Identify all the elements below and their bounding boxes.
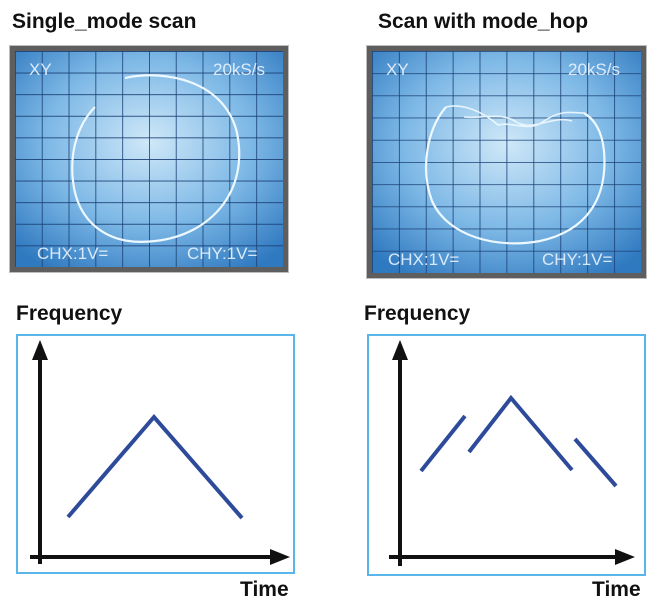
scope-mode-label: XY [386,60,409,79]
y-axis-arrow [392,340,408,360]
x-axis-arrow [615,549,635,565]
x-axis-label-single-mode: Time [240,578,289,601]
scope-grid [15,51,283,267]
frequency-segment-1 [419,414,467,473]
scope-chy-label: CHY:1V= [542,250,612,269]
scope-rate-label: 20kS/s [213,60,265,79]
scope-chy-label: CHY:1V= [187,244,257,263]
frequency-segment-2 [467,394,574,472]
scope-mode-label: XY [29,60,52,79]
frequency-scan-line [66,413,244,520]
frequency-segment-3 [573,437,618,488]
scope-grid [372,51,641,273]
frequency-time-plot-single-mode [16,334,295,574]
oscilloscope-screen-mode-hop: XY 20kS/s CHX:1V= CHY:1V= [367,46,646,278]
scope-chx-label: CHX:1V= [37,244,108,263]
panel-title-mode-hop: Scan with mode_hop [378,10,589,33]
scope-chx-label: CHX:1V= [388,250,459,269]
xy-trace-main [425,106,606,245]
xy-trace-hop [445,105,585,128]
x-axis-arrow [270,549,290,565]
scope-rate-label: 20kS/s [568,60,620,79]
frequency-time-plot-mode-hop [367,334,646,576]
panel-title-single-mode: Single_mode scan [12,10,197,33]
y-axis-label-mode-hop: Frequency [364,302,471,325]
xy-trace [71,74,241,243]
x-axis-label-mode-hop: Time [592,578,641,601]
y-axis-arrow [32,340,48,360]
y-axis-label-single-mode: Frequency [16,302,123,325]
oscilloscope-screen-single-mode: XY 20kS/s CHX:1V= CHY:1V= [10,46,288,272]
